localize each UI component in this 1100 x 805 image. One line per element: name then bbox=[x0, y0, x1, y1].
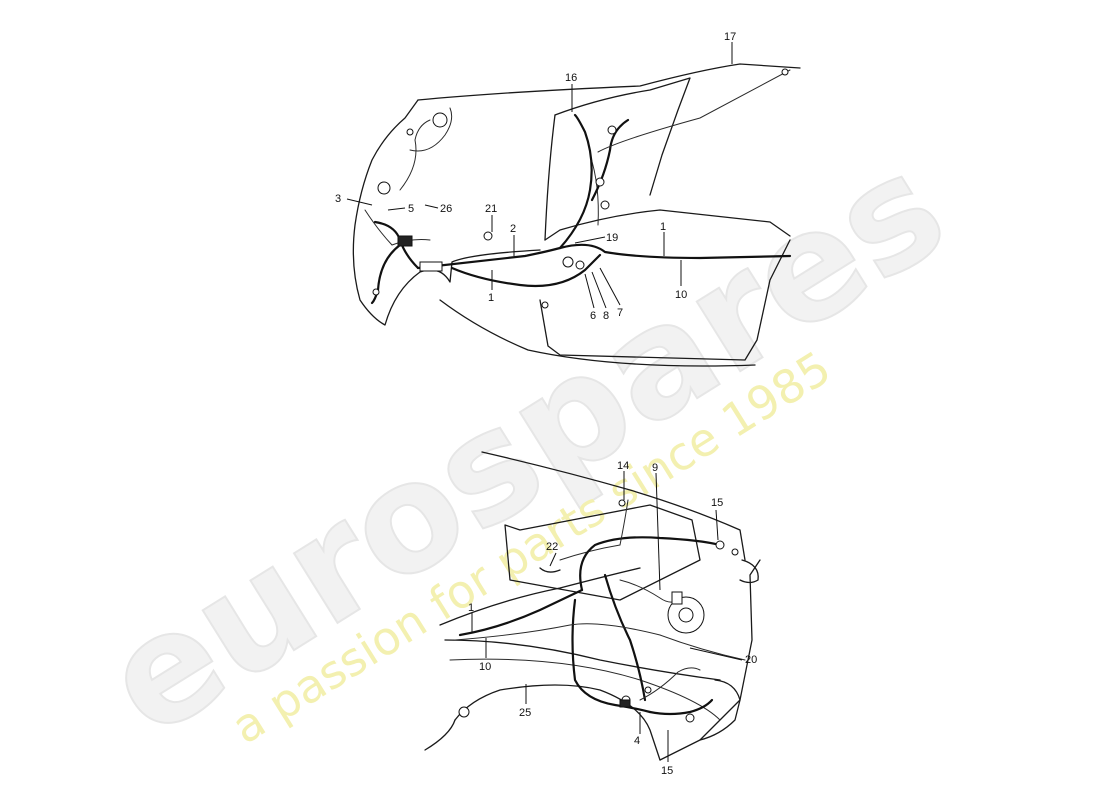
dash-plug-b bbox=[600, 200, 610, 210]
tail-lamp-connector-left bbox=[458, 706, 470, 718]
tail-light-housing bbox=[699, 679, 741, 741]
callout-1-upper-left: 1 bbox=[488, 292, 494, 304]
harness-centre-drop bbox=[603, 573, 647, 702]
callout-5: 5 bbox=[408, 203, 414, 215]
interior-light-connector bbox=[618, 499, 626, 507]
roof-line-lower bbox=[439, 567, 641, 626]
callout-19: 19 bbox=[606, 232, 618, 244]
door-sill bbox=[544, 209, 791, 241]
front-arch-inner bbox=[364, 209, 431, 246]
rear-bumper-side bbox=[739, 559, 759, 584]
harness-branch-pillar bbox=[558, 113, 593, 250]
harness-branch-lower bbox=[450, 253, 602, 288]
callout-6: 6 bbox=[590, 310, 596, 322]
watermark: eurospares a passion for parts since 198… bbox=[76, 119, 975, 771]
headlamp-connector bbox=[432, 112, 448, 128]
watermark-brand: eurospares bbox=[77, 120, 974, 770]
fuse-connector bbox=[419, 261, 443, 272]
leader-15-upper bbox=[715, 509, 719, 541]
hood-top-edge bbox=[417, 63, 801, 101]
callout-20: 20 bbox=[745, 654, 757, 666]
callout-7: 7 bbox=[617, 307, 623, 319]
harness-lamp-branch bbox=[639, 667, 701, 701]
windscreen-frame bbox=[554, 77, 691, 196]
rear-window-heater-connector bbox=[715, 540, 725, 550]
harness-headlamp bbox=[409, 107, 453, 152]
callout-8: 8 bbox=[603, 310, 609, 322]
front-body-outline bbox=[352, 99, 541, 326]
pipe-clip-22 bbox=[539, 567, 561, 573]
leader-26 bbox=[424, 204, 439, 209]
callout-4: 4 bbox=[634, 735, 640, 747]
callout-22: 22 bbox=[546, 541, 558, 553]
rear-panel bbox=[659, 559, 761, 761]
engine-harness-down bbox=[571, 598, 652, 714]
callout-14: 14 bbox=[617, 460, 629, 472]
rear-quarter-line bbox=[449, 658, 721, 721]
front-lamp-plug bbox=[372, 288, 380, 296]
sill-lower bbox=[439, 299, 756, 367]
ground-point bbox=[575, 260, 585, 270]
callout-9: 9 bbox=[652, 462, 658, 474]
harness-to-taillights bbox=[648, 698, 714, 716]
tail-lamp-connector-right bbox=[685, 713, 695, 723]
callout-2: 2 bbox=[510, 223, 516, 235]
callout-10-lower: 10 bbox=[479, 661, 491, 673]
leader-20 bbox=[689, 647, 743, 661]
harness-long-roof bbox=[597, 69, 791, 153]
engine-harness-loop bbox=[579, 536, 722, 592]
harness-front-upper bbox=[399, 119, 431, 191]
tail-section bbox=[424, 719, 456, 751]
leader-3 bbox=[346, 198, 373, 206]
leader-6 bbox=[584, 273, 595, 309]
engine-sensor-plug bbox=[644, 686, 652, 694]
callout-21: 21 bbox=[485, 203, 497, 215]
callout-1-lower: 1 bbox=[468, 602, 474, 614]
leader-8 bbox=[591, 271, 607, 309]
turn-signal-plug bbox=[406, 128, 414, 136]
a-pillar bbox=[544, 114, 556, 241]
leader-7 bbox=[599, 267, 621, 306]
washer-pump-connector bbox=[483, 231, 493, 241]
relay-lower bbox=[619, 699, 631, 708]
door-outline bbox=[539, 239, 791, 361]
roof-light-connector bbox=[781, 68, 789, 76]
bumper-lamp-plug bbox=[731, 548, 739, 556]
horn-icon bbox=[377, 181, 391, 195]
leader-9 bbox=[655, 472, 661, 591]
callout-15-lower: 15 bbox=[661, 765, 673, 777]
callout-26: 26 bbox=[440, 203, 452, 215]
engine-lid-edge bbox=[559, 544, 621, 561]
harness-fan-branch bbox=[619, 579, 679, 603]
rear-arch bbox=[454, 684, 661, 761]
junction-connector bbox=[562, 256, 574, 268]
callout-17: 17 bbox=[724, 31, 736, 43]
callout-3: 3 bbox=[335, 193, 341, 205]
relay-box bbox=[397, 235, 413, 247]
callout-16: 16 bbox=[565, 72, 577, 84]
fan-connector bbox=[671, 591, 683, 605]
rear-window-frame bbox=[481, 451, 746, 561]
leader-22 bbox=[549, 552, 557, 567]
callout-10-upper: 10 bbox=[675, 289, 687, 301]
main-harness-lower bbox=[458, 588, 584, 637]
harness-long-feed bbox=[454, 623, 746, 661]
callout-25: 25 bbox=[519, 707, 531, 719]
leader-19 bbox=[574, 236, 606, 244]
rear-wing-top bbox=[444, 639, 721, 681]
callout-1-upper-right: 1 bbox=[660, 221, 666, 233]
harness-upper-branch bbox=[619, 499, 629, 546]
dash-plug-a bbox=[595, 177, 605, 187]
callout-15-upper: 15 bbox=[711, 497, 723, 509]
fan-hub bbox=[678, 607, 694, 623]
lower-view: 14 9 15 22 1 10 20 25 4 15 bbox=[424, 451, 761, 777]
leader-5 bbox=[387, 207, 406, 211]
door-contact-switch bbox=[541, 301, 549, 309]
dash-plug-c bbox=[607, 125, 617, 135]
upper-view: 17 16 3 5 26 21 2 19 1 1 10 6 8 7 bbox=[335, 31, 801, 367]
